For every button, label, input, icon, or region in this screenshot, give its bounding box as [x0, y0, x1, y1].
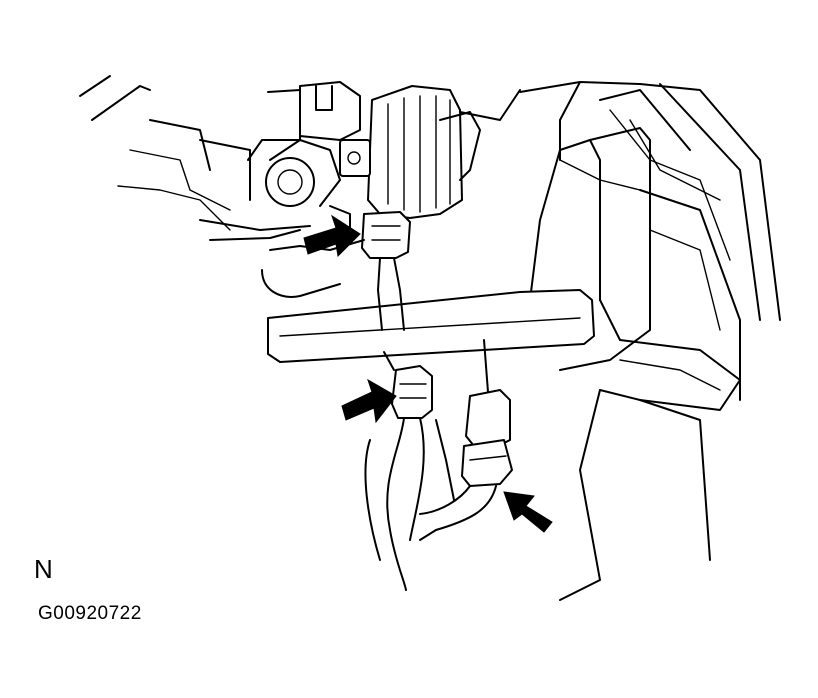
arrow-middle — [341, 378, 397, 424]
connector-upper — [261, 211, 411, 331]
connector-middle — [364, 351, 433, 591]
figure-code: G00920722 — [38, 603, 142, 624]
connector-lower — [419, 339, 513, 541]
pillar-bracket — [529, 127, 741, 601]
background-structure — [79, 75, 781, 401]
cross-beam — [267, 289, 595, 363]
upper-assembly — [117, 81, 371, 241]
view-label: N — [34, 554, 53, 584]
control-module — [367, 85, 521, 219]
arrow-lower — [503, 491, 553, 533]
arrow-upper — [303, 214, 361, 258]
